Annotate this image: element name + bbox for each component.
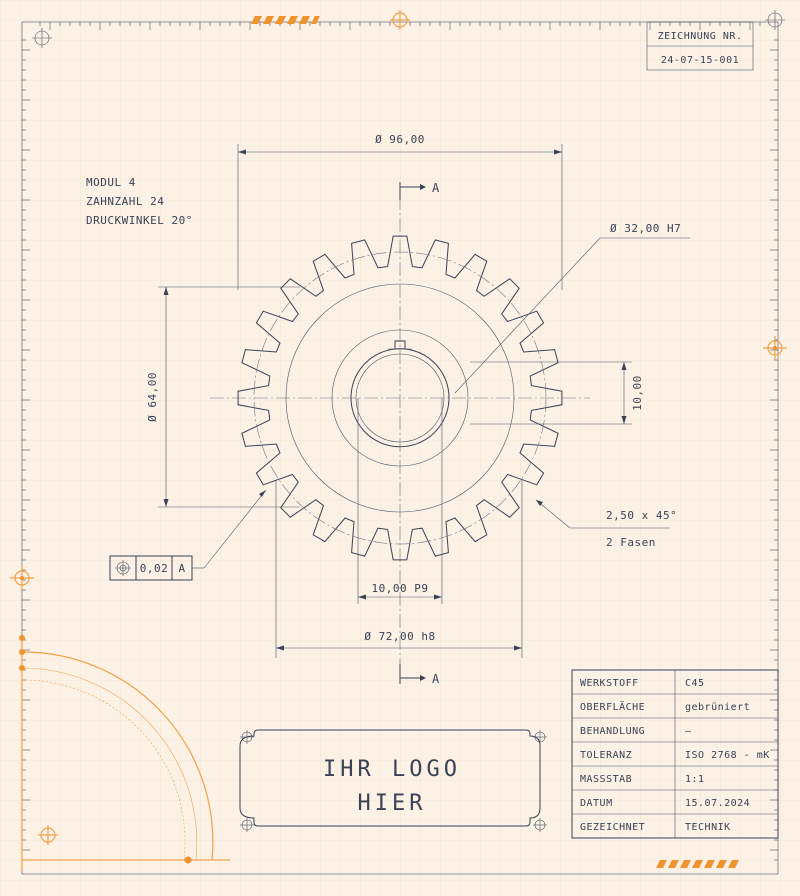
hazard-stripes-top	[251, 16, 320, 24]
spec-tooth-count: ZAHNZAHL 24	[86, 195, 164, 208]
drawing-number-box: ZEICHNUNG NR. 24-07-15-001	[646, 21, 754, 71]
title-block-label: OBERFLÄCHE	[580, 700, 645, 713]
drawing-number-value: 24-07-15-001	[661, 55, 739, 66]
title-block-label: BEHANDLUNG	[580, 726, 645, 737]
title-block-value: 15.07.2024	[685, 798, 750, 809]
dim-key-height-text: 10,00	[631, 375, 644, 411]
spec-module: MODUL 4	[86, 176, 136, 189]
tolerance-frame: 0,02 A	[109, 489, 267, 581]
tolerance-datum: A	[178, 562, 185, 575]
title-block-value: 1:1	[685, 774, 705, 785]
dim-bore-text: Ø 32,00 H7	[610, 222, 681, 235]
registration-mark-bottom-left	[38, 825, 58, 845]
registration-mark-top-left	[32, 28, 52, 48]
hub-circle	[285, 283, 515, 513]
bore-with-keyway	[350, 340, 450, 448]
title-block-label: GEZEICHNET	[580, 822, 645, 833]
dimension-pitch-diameter: Ø 64,00	[146, 286, 300, 508]
bore-outer-circle	[331, 329, 469, 467]
dim-pitch-diameter-text: Ø 64,00	[146, 372, 159, 422]
logo-line-2: HIER	[358, 791, 427, 816]
title-block-label: WERKSTOFF	[580, 678, 639, 689]
title-block-label: DATUM	[580, 798, 613, 809]
dim-chamfer-note: 2 Fasen	[606, 536, 656, 549]
dim-chamfer-text: 2,50 x 45°	[606, 509, 677, 522]
title-block-value: gebrüniert	[685, 702, 750, 713]
leader-bore: Ø 32,00 H7	[454, 222, 690, 394]
dimension-hub-diameter: Ø 72,00 h8	[275, 480, 523, 658]
leader-chamfer: 2,50 x 45° 2 Fasen	[535, 499, 677, 549]
section-marker-bottom: A	[399, 664, 440, 686]
tolerance-value: 0,02	[140, 562, 169, 575]
registration-mark-left	[10, 566, 34, 590]
dimension-key-width: 10,00 P9	[357, 398, 443, 604]
drawing-number-label: ZEICHNUNG NR.	[658, 31, 743, 42]
registration-mark-top-center	[390, 10, 410, 30]
decorative-arc	[19, 635, 230, 870]
section-label-bottom: A	[432, 672, 440, 686]
title-block-value: TECHNIK	[685, 822, 731, 833]
logo-line-1: IHR LOGO	[323, 757, 461, 782]
title-block-label: TOLERANZ	[580, 750, 632, 761]
section-marker-top: A	[399, 181, 440, 200]
registration-mark-right	[763, 336, 787, 360]
frame-rulers	[22, 22, 778, 861]
title-block-value: ISO 2768 - mK	[685, 750, 770, 761]
pitch-circle	[253, 251, 547, 545]
dim-hub-diameter-text: Ø 72,00 h8	[364, 630, 435, 643]
gear-outline	[237, 235, 563, 561]
title-block-value: —	[685, 726, 692, 737]
dim-key-width-text: 10,00 P9	[372, 582, 429, 595]
registration-mark-top-right	[765, 10, 785, 30]
section-label-top: A	[432, 181, 440, 195]
bore-inner-circle	[355, 353, 445, 443]
dimension-key-height: 10,00	[470, 361, 644, 425]
title-block-label: MASSSTAB	[580, 774, 632, 785]
hazard-stripes-bottom	[656, 860, 739, 868]
logo-plate: IHR LOGO HIER	[239, 729, 547, 832]
gear-spec-notes: MODUL 4 ZAHNZAHL 24 DRUCKWINKEL 20°	[86, 176, 193, 227]
title-block-value: C45	[685, 678, 705, 689]
spec-pressure-angle: DRUCKWINKEL 20°	[86, 214, 193, 227]
dim-outer-diameter-text: Ø 96,00	[375, 133, 425, 146]
dimension-outer-diameter: Ø 96,00	[237, 133, 563, 290]
